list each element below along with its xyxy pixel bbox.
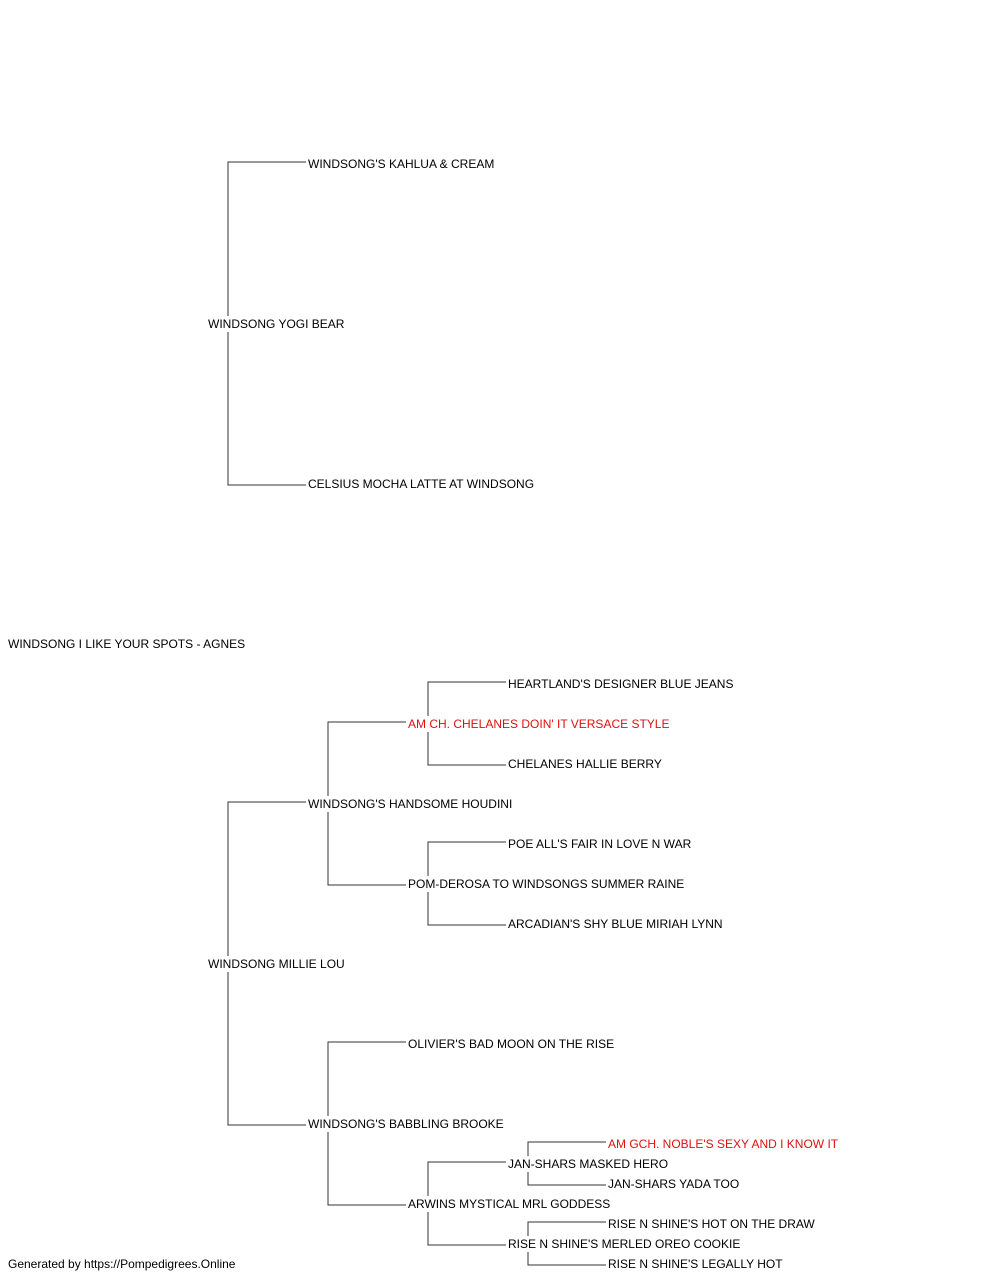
connector-dam-dam [227,972,306,1126]
dam-dam-dam-sire-dam-name: JAN-SHARS YADA TOO [608,1177,740,1191]
connector-goddess [427,1161,506,1246]
connector-sire [227,161,306,486]
connector-brooke [327,1041,406,1206]
connector-dam-sire [227,801,306,956]
dam-dam-dam-dam-sire-name: RISE N SHINE'S HOT ON THE DRAW [608,1217,815,1231]
connector-versace [427,681,506,766]
connector-masked-hero [527,1141,606,1186]
dam-sire-dam-sire-name: POE ALL'S FAIR IN LOVE N WAR [508,837,692,851]
dam-dam-dam-dam-name: RISE N SHINE'S MERLED OREO COOKIE [508,1237,741,1251]
dam-dam-sire-name: OLIVIER'S BAD MOON ON THE RISE [408,1037,615,1051]
dam-dam-name: WINDSONG'S BABBLING BROOKE [308,1117,504,1131]
connector-summer-raine [427,841,506,926]
sire-sire-name: WINDSONG'S KAHLUA & CREAM [308,157,495,171]
dam-sire-sire-sire-name: HEARTLAND'S DESIGNER BLUE JEANS [508,677,734,691]
dam-dam-dam-sire-name: JAN-SHARS MASKED HERO [508,1157,669,1171]
connector-oreo-cookie [527,1221,606,1266]
dam-sire-sire-name: AM CH. CHELANES DOIN' IT VERSACE STYLE [408,717,670,731]
dam-name: WINDSONG MILLIE LOU [208,957,345,971]
dam-sire-dam-dam-name: ARCADIAN'S SHY BLUE MIRIAH LYNN [508,917,723,931]
dam-dam-dam-sire-sire-name: AM GCH. NOBLE'S SEXY AND I KNOW IT [608,1137,839,1151]
sire-dam-name: CELSIUS MOCHA LATTE AT WINDSONG [308,477,535,491]
connector-houdini [327,721,406,886]
dam-sire-sire-dam-name: CHELANES HALLIE BERRY [508,757,662,771]
dam-sire-name: WINDSONG'S HANDSOME HOUDINI [308,797,513,811]
generated-by-footer: Generated by https://Pompedigrees.Online [8,1257,236,1271]
dam-dam-dam-dam-dam-name: RISE N SHINE'S LEGALLY HOT [608,1257,783,1271]
sire-name: WINDSONG YOGI BEAR [208,317,345,331]
subject-name: WINDSONG I LIKE YOUR SPOTS - AGNES [8,637,246,651]
dam-sire-dam-name: POM-DEROSA TO WINDSONGS SUMMER RAINE [408,877,685,891]
dam-dam-dam-name: ARWINS MYSTICAL MRL GODDESS [408,1197,611,1211]
